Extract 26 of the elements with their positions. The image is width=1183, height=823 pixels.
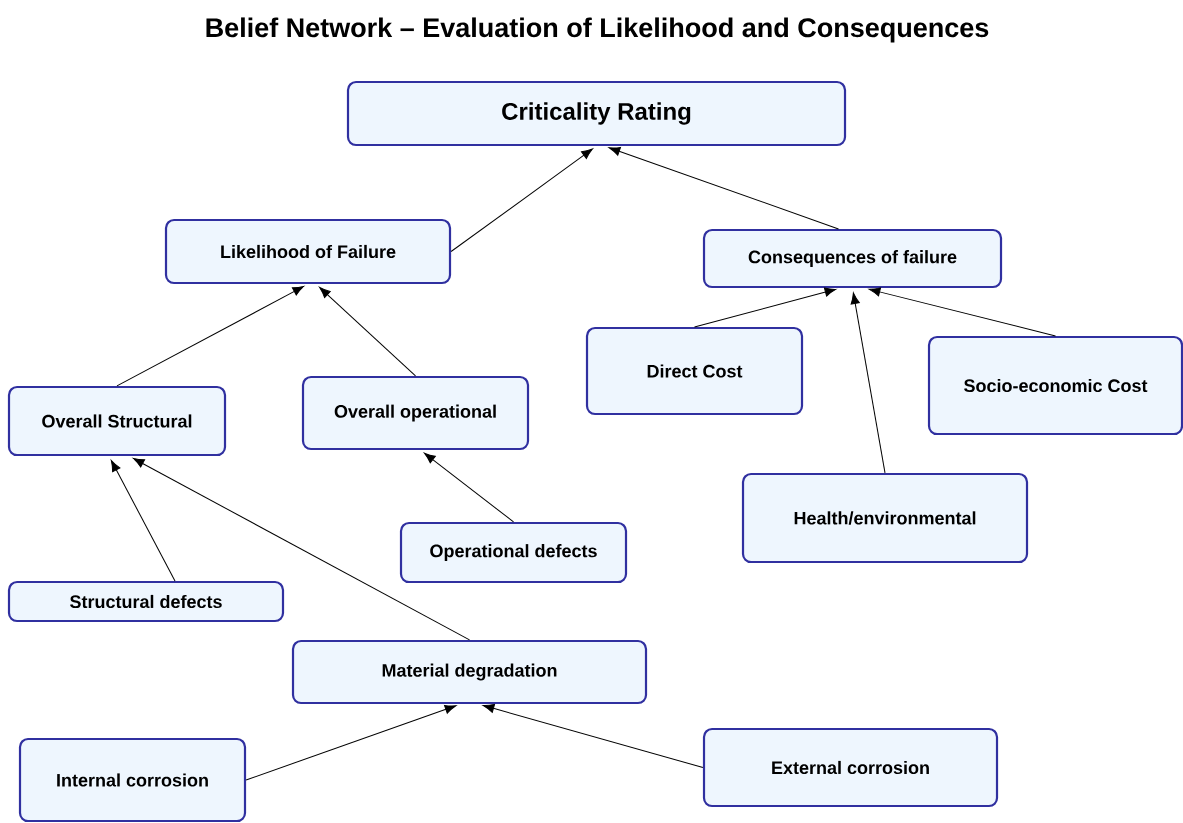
arrow [450, 148, 593, 252]
node-box: Direct Cost [585, 326, 804, 416]
arrow [608, 146, 839, 230]
arrow [850, 292, 886, 474]
arrow [132, 458, 470, 641]
node-box: Overall Structural [7, 385, 227, 457]
arrow [482, 703, 704, 768]
node-box: Structural defects [7, 580, 285, 623]
arrow [694, 287, 837, 328]
arrow [423, 452, 514, 523]
node-box: Health/environmental [741, 472, 1029, 564]
arrow [116, 285, 305, 387]
node-box: Socio-economic Cost [927, 335, 1183, 436]
node-box: Overall operational [301, 375, 530, 451]
node-box: Material degradation [291, 639, 648, 705]
arrow [868, 287, 1056, 337]
arrow [110, 460, 176, 582]
node-box: External corrosion [702, 727, 999, 808]
node-box: Consequences of failure [702, 228, 1003, 289]
node-box: Criticality Rating [346, 80, 847, 147]
node-box: Operational defects [399, 521, 628, 584]
arrow [245, 704, 457, 781]
title: Belief Network – Evaluation of Likelihood and Consequences [206, 17, 989, 43]
arrow [319, 287, 416, 377]
node-box: Internal corrosion [18, 737, 247, 823]
node-box: Likelihood of Failure [164, 218, 452, 285]
